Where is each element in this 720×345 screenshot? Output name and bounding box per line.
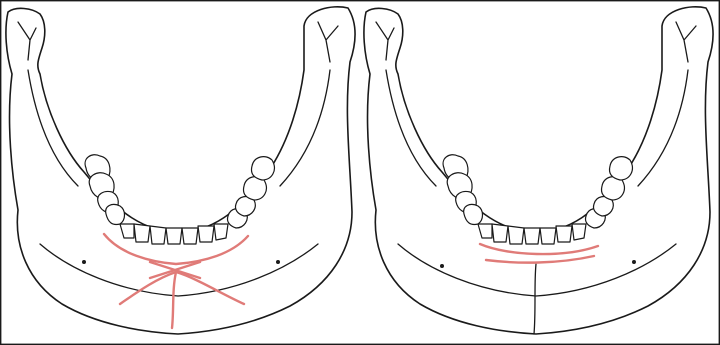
right-incisor-5 — [540, 228, 556, 244]
right-incisor-2 — [492, 224, 508, 242]
left-incisor-3 — [150, 226, 166, 244]
right-incisor-7 — [572, 224, 586, 240]
left-incisor-2 — [134, 224, 150, 242]
right-foramen-dot-l — [440, 264, 444, 268]
left-mandible-panel — [6, 7, 355, 334]
right-incisor-6 — [556, 226, 572, 242]
right-foramen-dot-r — [632, 260, 636, 264]
left-incisor-6 — [198, 226, 214, 242]
right-incisor-3 — [508, 226, 524, 244]
left-mandible-outline — [6, 7, 355, 334]
left-molar-4 — [251, 157, 274, 180]
right-incisor-4 — [524, 228, 540, 244]
right-mandible-outline — [364, 7, 713, 334]
left-incisor-7 — [214, 224, 228, 240]
left-incisor-4 — [166, 228, 182, 244]
left-foramen-dot-l — [82, 260, 86, 264]
right-mandible-panel — [364, 7, 713, 334]
right-molar-4 — [609, 157, 632, 180]
left-incisor-5 — [182, 228, 198, 244]
left-foramen-dot-r — [276, 260, 280, 264]
